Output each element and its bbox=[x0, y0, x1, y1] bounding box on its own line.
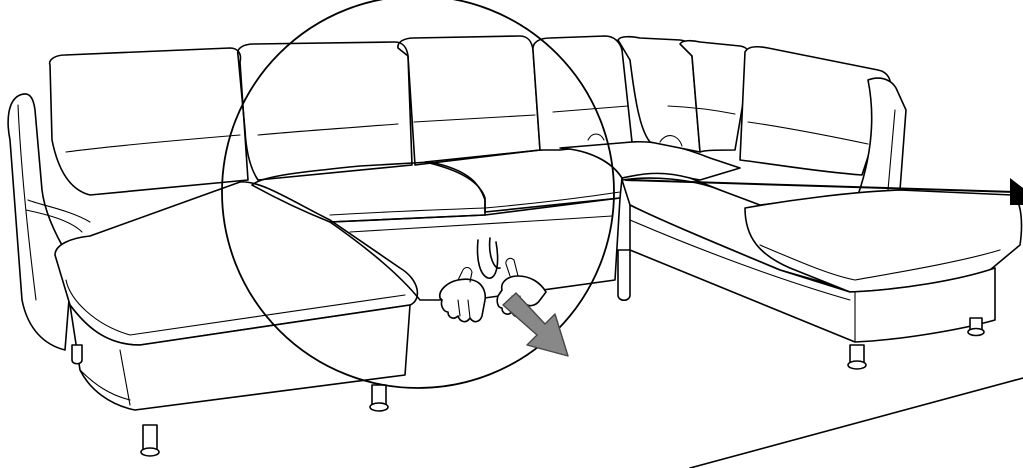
floor-line bbox=[690, 378, 1023, 468]
left-chaise bbox=[8, 48, 417, 456]
right-section bbox=[533, 36, 1022, 369]
